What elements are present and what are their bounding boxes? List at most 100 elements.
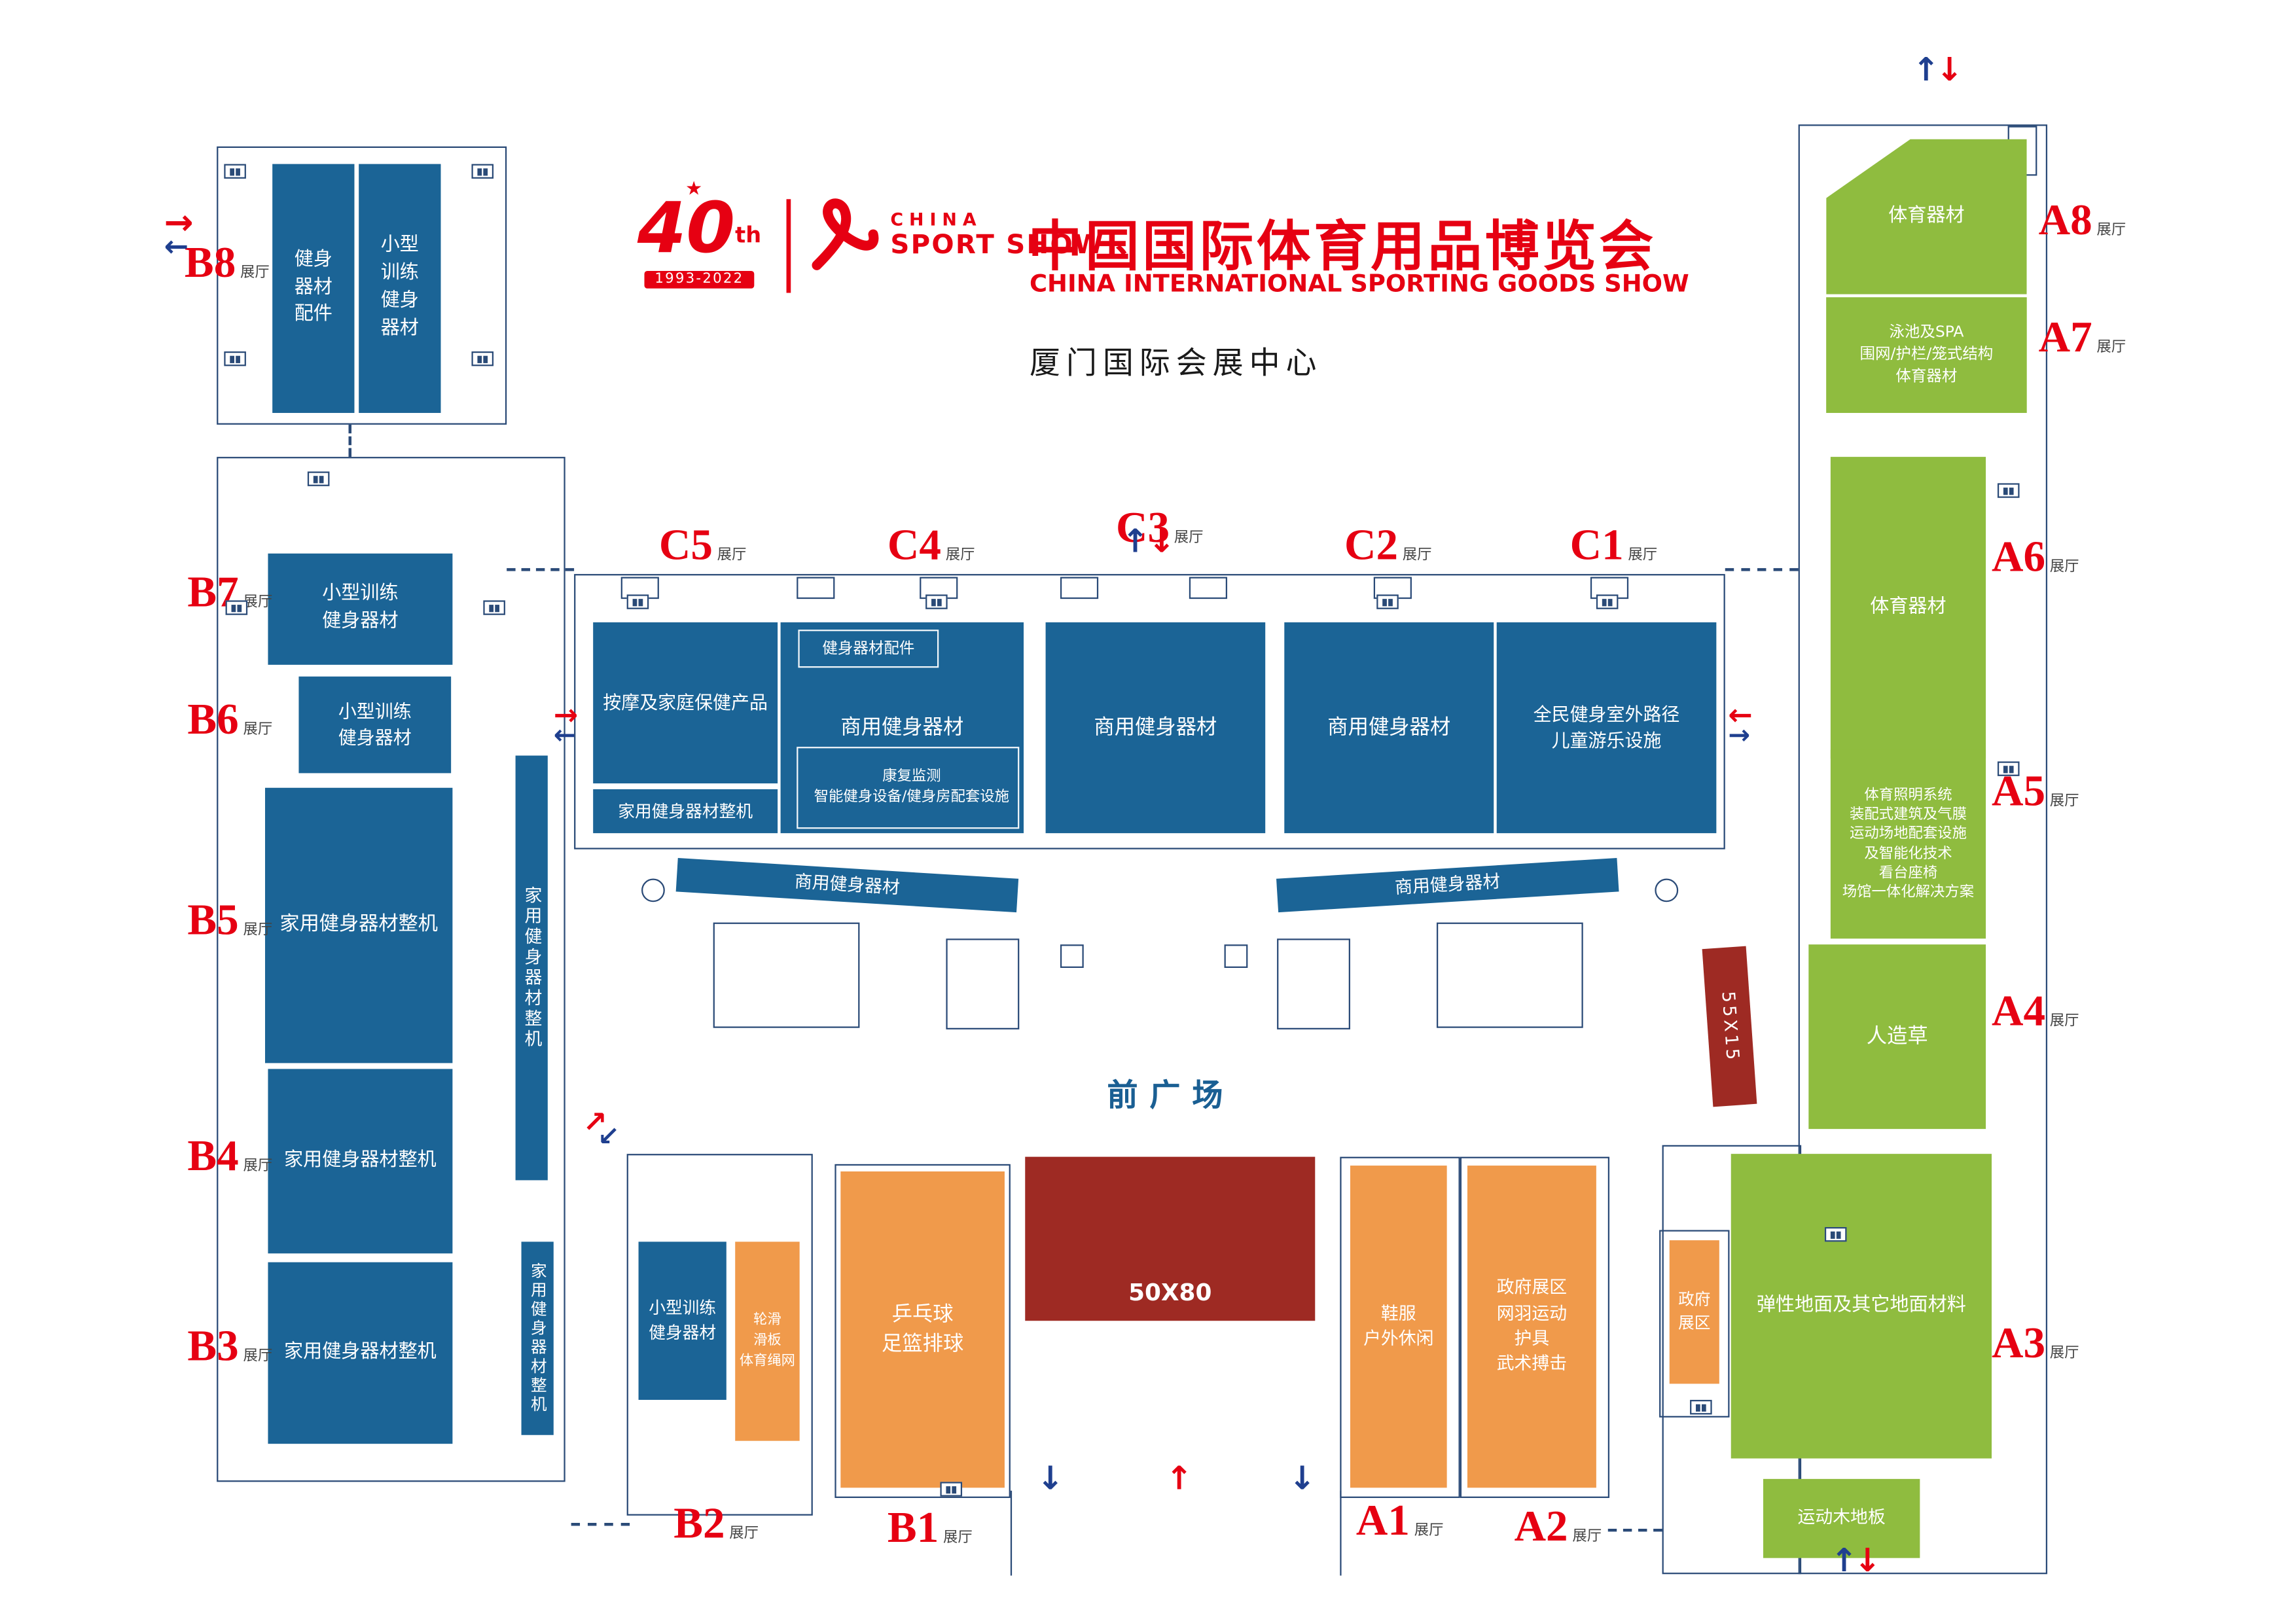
entrance-arrow-icon: ←: [1728, 697, 1753, 732]
zone-b3-home-fitness: 家用健身器材整机: [268, 1262, 453, 1444]
page-title-en: CHINA INTERNATIONAL SPORTING GOODS SHOW: [1029, 269, 1689, 298]
restroom-icon: [626, 594, 649, 609]
hall-id: B6: [187, 695, 239, 744]
vestibule-outline: [1060, 577, 1099, 599]
zone-c3-commercial-fitness: 商用健身器材: [1045, 622, 1266, 834]
entrance-arrow-icon: ↓: [1037, 1461, 1064, 1498]
entrance-arrow-icon: ↑: [1830, 1543, 1858, 1580]
anniversary-suffix: th: [735, 222, 762, 249]
zone-a4-artificial-grass: 人造草: [1808, 944, 1986, 1130]
entrance-arrow-icon: →: [164, 202, 194, 243]
hall-suffix: 展厅: [1572, 1528, 1602, 1545]
plaza-kiosk-outline: [1224, 944, 1248, 968]
zone-c4-accessories-box: 健身器材配件: [798, 630, 939, 668]
china-sport-show-logo: CHINA SPORT SHOW: [808, 193, 1105, 275]
hall-suffix: 展厅: [942, 1530, 973, 1546]
zone-b8-small-training: 小型训练健身器材: [359, 164, 441, 413]
building-outline-b8: [217, 146, 507, 425]
restroom-icon: [1824, 1227, 1847, 1242]
entrance-arrow-icon: ↓: [1854, 1543, 1881, 1580]
restroom-icon: [224, 351, 246, 366]
hall-id: C4: [887, 521, 941, 570]
building-outline-right-wing: [1798, 124, 2048, 1575]
hall-id: B8: [184, 238, 236, 287]
hall-suffix: 展厅: [1402, 547, 1432, 564]
zone-gov-small: 政府 展区: [1669, 1240, 1719, 1384]
entrance-arrow-icon: ↑: [1912, 52, 1940, 90]
building-outline-left-wing: [217, 457, 565, 1482]
hall-suffix: 展厅: [2096, 340, 2126, 356]
restroom-icon: [1596, 594, 1619, 609]
entrance-arrow-icon: →: [1728, 720, 1751, 751]
hall-id: A4: [1992, 987, 2046, 1035]
dashed-connector: [507, 568, 575, 571]
zone-b5-home-fitness: 家用健身器材整机: [264, 787, 453, 1063]
restroom-icon: [940, 1482, 963, 1497]
building-outline-b1: [834, 1164, 1011, 1498]
hall-suffix: 展厅: [729, 1525, 759, 1543]
restroom-icon: [1376, 594, 1399, 609]
building-outline-gov: [1659, 1230, 1730, 1418]
restroom-icon: [225, 600, 248, 615]
dashed-connector: [1725, 568, 1799, 571]
hall-suffix: 展厅: [717, 547, 747, 564]
hall-suffix: 展厅: [243, 594, 273, 611]
zone-c5-massage-health: 按摩及家庭保健产品: [593, 622, 778, 784]
zone-c2-commercial-fitness: 商用健身器材: [1284, 622, 1494, 834]
hall-suffix: 展厅: [243, 922, 273, 939]
building-outline-a2: [1460, 1156, 1610, 1498]
restroom-icon: [925, 594, 948, 609]
vestibule-outline: [1189, 577, 1228, 599]
hall-id: B3: [187, 1322, 239, 1371]
vestibule-outline: [797, 577, 835, 599]
entrance-arrow-icon: ←: [164, 228, 189, 264]
entrance-arrow-icon: ↑: [1121, 524, 1149, 561]
hall-suffix: 展厅: [1414, 1523, 1444, 1539]
entrance-arrow-icon: ←: [553, 720, 576, 751]
zone-b7-small-training: 小型训练 健身器材: [268, 553, 453, 665]
zone-b2-roller-skate: 轮滑 滑板 体育绳网: [735, 1241, 800, 1441]
entrance-arrow-icon: ↓: [1148, 524, 1175, 561]
hall-suffix: 展厅: [240, 264, 270, 281]
venue-name: 厦门国际会展中心: [1029, 346, 1323, 381]
hall-suffix: 展厅: [2049, 559, 2079, 576]
brand-line2: SPORT SHOW: [890, 229, 1105, 260]
star-icon: ★: [685, 178, 703, 201]
hall-id: A8: [2038, 196, 2092, 245]
zone-b2-small-training: 小型训练 健身器材: [638, 1241, 726, 1400]
hall-suffix: 展厅: [1628, 547, 1658, 564]
entrance-arrow-icon: ↗: [583, 1104, 608, 1139]
restroom-icon: [471, 164, 494, 179]
zone-a2-gov-racket: 政府展区 网羽运动 护具 武术搏击: [1467, 1166, 1596, 1488]
plaza-structure-outline: [946, 938, 1020, 1029]
hall-suffix: 展厅: [2049, 793, 2079, 810]
zone-c1-public-outdoor: 全民健身室外路径 儿童游乐设施: [1496, 622, 1717, 834]
hall-id: B2: [673, 1499, 725, 1548]
plaza-kiosk-outline: [1060, 944, 1084, 968]
dashed-connector: [571, 1523, 630, 1526]
plaza-structure-outline: [713, 922, 860, 1028]
zone-a3-elastic-flooring: 弹性地面及其它地面材料: [1731, 1154, 1992, 1459]
anniversary-years: 1993-2022: [644, 270, 755, 288]
china-sport-show-logo-icon: [812, 198, 879, 270]
hall-suffix: 展厅: [1174, 529, 1204, 546]
hall-suffix: 展厅: [243, 722, 273, 738]
stage-55x15: 55X15: [1702, 946, 1757, 1107]
restroom-icon: [471, 351, 494, 366]
zone-b8-fitness-accessories: 健身器材配件: [272, 164, 355, 413]
